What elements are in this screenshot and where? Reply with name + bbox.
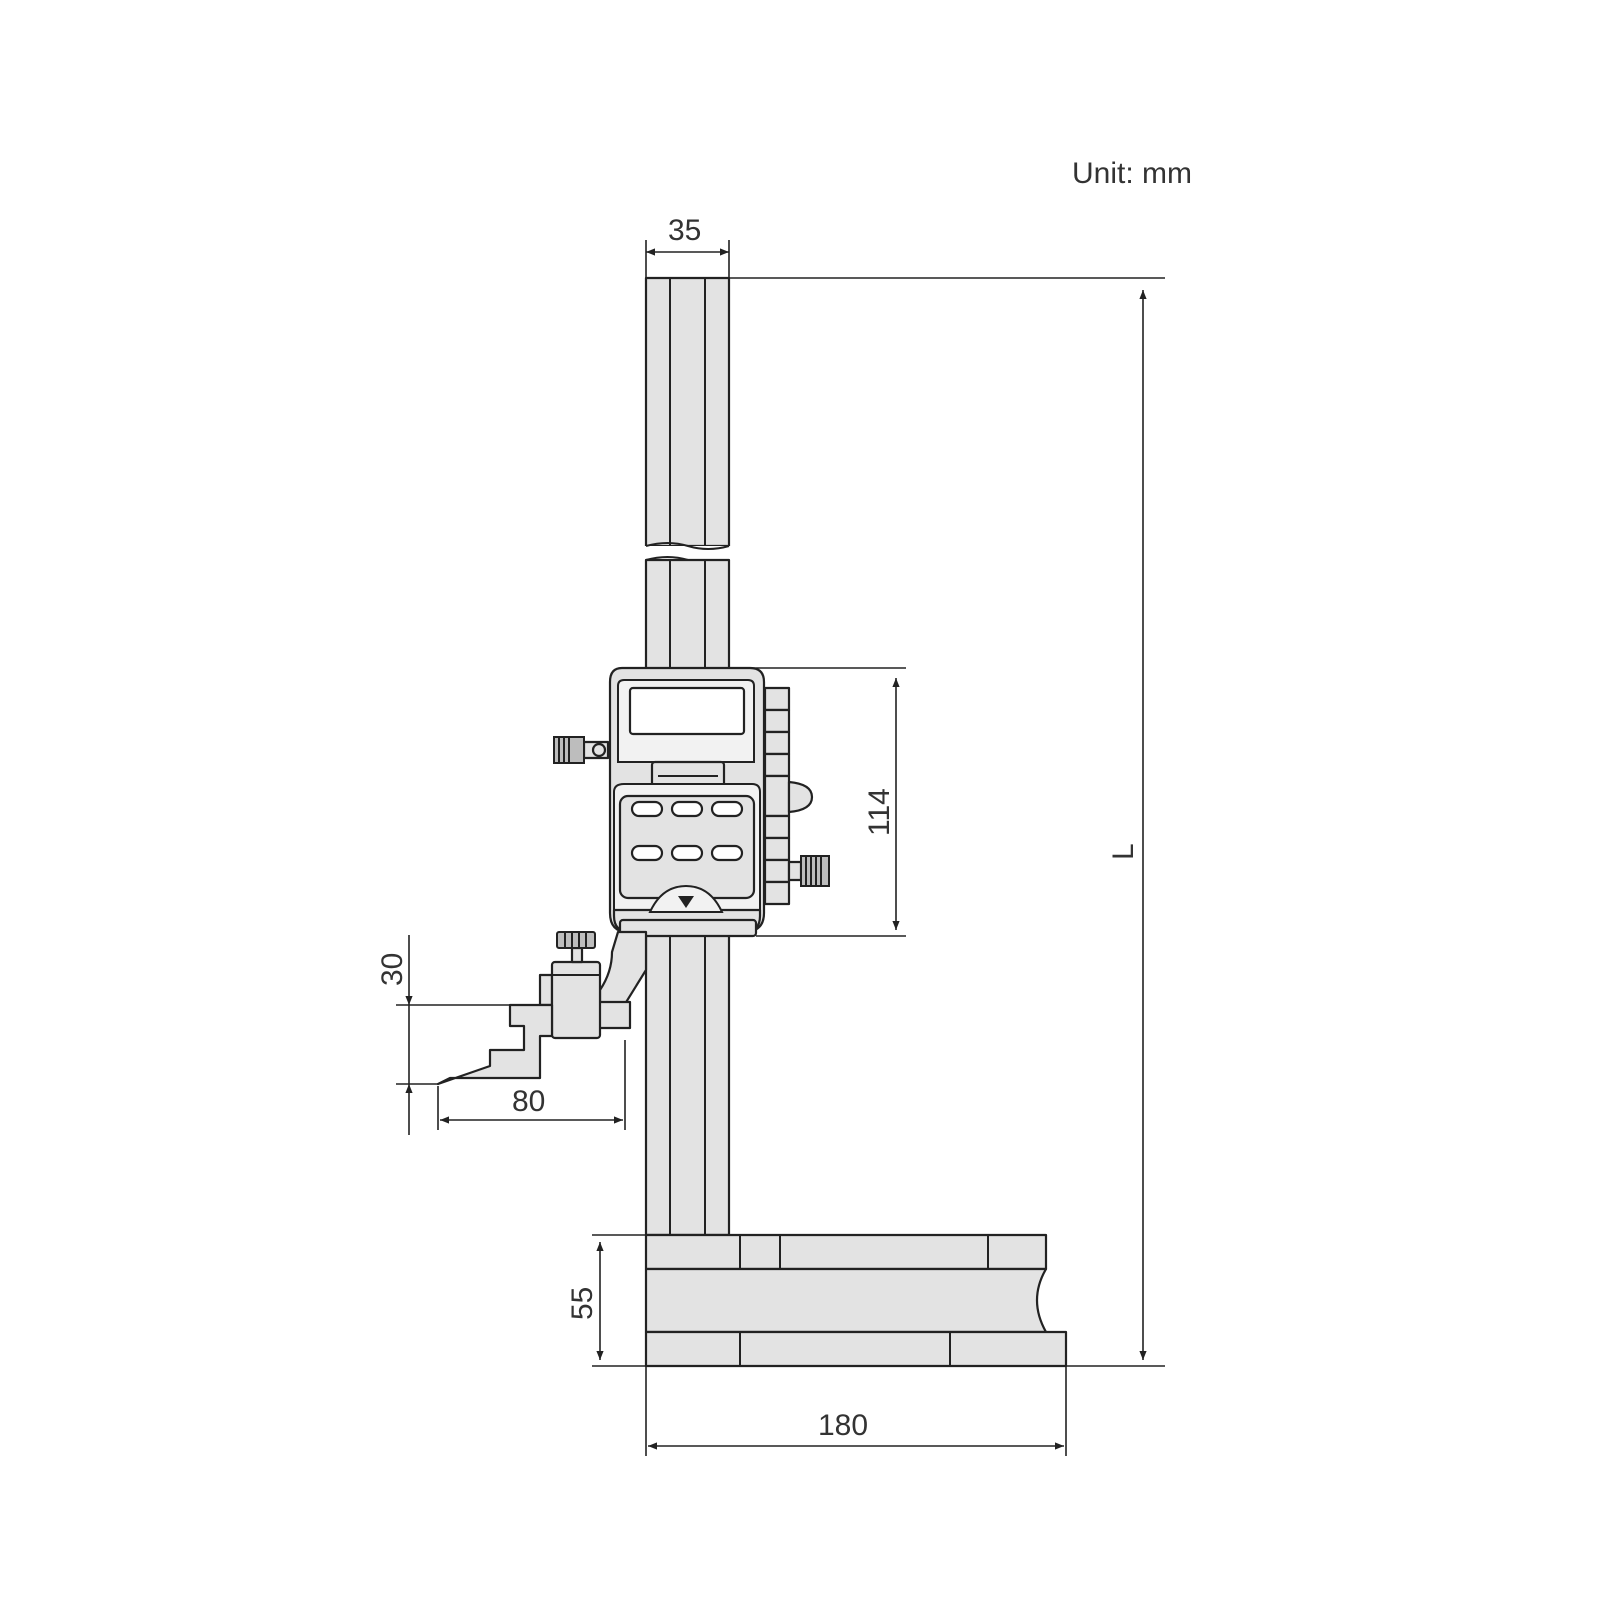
dim-base-length: 180 bbox=[645, 1366, 1067, 1456]
keypad-button-3[interactable] bbox=[710, 800, 744, 818]
keypad-button-4[interactable] bbox=[630, 844, 664, 862]
dim-base-height: 55 bbox=[566, 1234, 646, 1367]
dim-display-head-height: 114 bbox=[750, 667, 906, 937]
dim-label-base-length: 180 bbox=[818, 1409, 868, 1442]
dim-label-column-width: 35 bbox=[668, 214, 701, 247]
lock-knob-icon bbox=[787, 780, 814, 814]
dim-scriber-reach: 80 bbox=[437, 1040, 626, 1130]
keypad-button-5[interactable] bbox=[670, 844, 704, 862]
dim-scriber-thickness: 30 bbox=[376, 935, 510, 1135]
keypad-button-2[interactable] bbox=[670, 800, 704, 818]
dim-column-width: 35 bbox=[645, 214, 730, 278]
unit-label: Unit: mm bbox=[1072, 157, 1192, 190]
dim-label-base-height: 55 bbox=[566, 1287, 599, 1320]
keypad-button-1[interactable] bbox=[630, 800, 664, 818]
dim-label-scriber-reach: 80 bbox=[512, 1085, 545, 1118]
scriber-assembly bbox=[436, 930, 648, 1086]
pointer-triangle-icon bbox=[678, 896, 694, 908]
fine-adjust-screw-icon bbox=[787, 855, 830, 887]
dim-label-scriber-thickness: 30 bbox=[376, 953, 409, 986]
thumb-screw-icon bbox=[556, 931, 596, 949]
scriber-blade bbox=[436, 1003, 554, 1086]
dim-overall-height: L bbox=[729, 277, 1165, 1367]
display-head bbox=[553, 666, 830, 938]
keypad-button-6[interactable] bbox=[710, 844, 744, 862]
lcd-window bbox=[628, 686, 746, 736]
clamp-screw-icon bbox=[553, 736, 610, 764]
dim-label-display-head-height: 114 bbox=[863, 788, 896, 836]
dim-label-overall-height: L bbox=[1107, 843, 1140, 860]
base bbox=[644, 1233, 1068, 1368]
